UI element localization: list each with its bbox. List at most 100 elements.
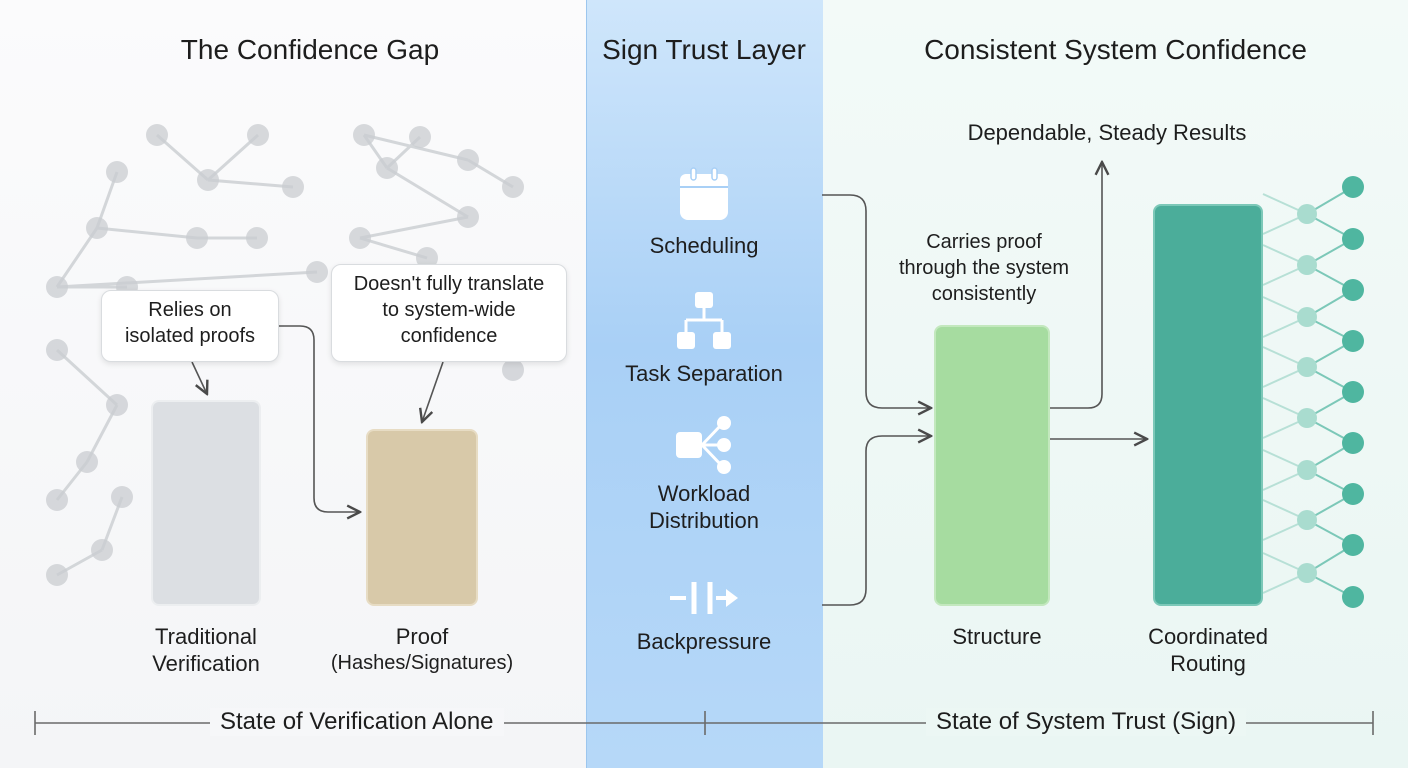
network-node: [111, 486, 133, 508]
task-separation-item: Task Separation: [586, 290, 822, 387]
valve-icon: [670, 582, 738, 614]
callout-to-verification-arrow: [191, 361, 207, 394]
isolated-proofs-callout: Relies on isolated proofs: [101, 290, 279, 362]
network-node: [353, 124, 375, 146]
distribution-icon: [676, 416, 731, 474]
callout-to-proof-pointer: [422, 361, 444, 422]
steady-results-label: Dependable, Steady Results: [967, 120, 1247, 145]
network-node: [376, 157, 398, 179]
network-node: [1342, 330, 1364, 352]
network-node: [1342, 586, 1364, 608]
system-confidence-title: Consistent System Confidence: [924, 34, 1307, 65]
layer-to-structure-arrow-bottom: [822, 436, 931, 606]
backpressure-item: Backpressure: [586, 578, 822, 655]
network-edge: [56, 270, 318, 289]
network-node: [46, 339, 68, 361]
calendar-icon: [680, 167, 728, 220]
network-node: [1297, 307, 1317, 327]
network-edge: [206, 133, 260, 182]
network-node: [1342, 279, 1364, 301]
callout-to-proof-arrow: [278, 325, 360, 512]
annotation-line: through the system: [898, 257, 1070, 279]
network-node: [1297, 510, 1317, 530]
network-edge: [359, 236, 428, 260]
network-edge: [359, 215, 469, 240]
scheduling-item: Scheduling: [586, 166, 822, 259]
scheduling-label: Scheduling: [649, 233, 759, 258]
task-separation-label: Task Separation: [625, 361, 783, 386]
confidence-gap-title: The Confidence Gap: [180, 34, 440, 65]
network-node: [502, 359, 524, 381]
label-line: Coordinated: [1148, 624, 1268, 649]
network-node: [106, 161, 128, 183]
callout-line: Relies on: [148, 299, 232, 321]
coordinated-routing-bar: [1153, 204, 1263, 606]
system-trust-label: State of System Trust (Sign): [926, 708, 1247, 736]
network-edge: [55, 348, 119, 407]
confidence-gap-panel: [0, 0, 586, 768]
label-line: Traditional: [155, 624, 257, 649]
network-node: [1297, 204, 1317, 224]
network-node: [1342, 381, 1364, 403]
coordinated-routing-label: Coordinated Routing: [1108, 623, 1308, 677]
network-node: [1297, 408, 1317, 428]
network-node: [409, 126, 431, 148]
network-edge: [386, 166, 469, 219]
network-node: [46, 489, 68, 511]
proof-bar: [366, 429, 478, 606]
network-node: [1342, 432, 1364, 454]
network-node: [1297, 563, 1317, 583]
traditional-verification-bar: [151, 400, 261, 606]
callout-line: Doesn't fully translate: [353, 273, 545, 295]
network-edge: [363, 133, 469, 162]
structure-label: Structure: [952, 624, 1042, 649]
network-node: [186, 227, 208, 249]
label-line: Distribution: [648, 508, 760, 533]
network-node: [502, 176, 524, 198]
traditional-verification-label: Traditional Verification: [106, 623, 306, 677]
proof-label: Proof (Hashes/Signatures): [312, 623, 532, 677]
network-node: [306, 261, 328, 283]
label-line: (Hashes/Signatures): [330, 652, 514, 674]
label-line: Proof: [395, 624, 449, 649]
system-wide-confidence-callout: Doesn't fully translate to system-wide c…: [331, 264, 567, 362]
network-edge: [207, 178, 294, 189]
network-node: [146, 124, 168, 146]
network-node: [76, 451, 98, 473]
network-edge: [55, 227, 99, 288]
structure-bar: [934, 325, 1050, 606]
annotation-line: consistently: [931, 283, 1037, 305]
network-node: [457, 149, 479, 171]
structure-to-results-arrow: [1050, 162, 1102, 409]
callout-line: isolated proofs: [124, 325, 256, 347]
network-node: [457, 206, 479, 228]
network-node: [1297, 460, 1317, 480]
network-node: [246, 227, 268, 249]
network-node: [197, 169, 219, 191]
carries-proof-annotation: Carries proof through the system consist…: [870, 229, 1098, 307]
backpressure-label: Backpressure: [636, 629, 772, 654]
network-node: [1342, 534, 1364, 556]
verification-alone-label: State of Verification Alone: [210, 708, 504, 736]
callout-line: to system-wide: [382, 299, 516, 321]
network-node: [349, 227, 371, 249]
hierarchy-icon: [677, 292, 731, 349]
network-node: [1342, 483, 1364, 505]
layer-to-structure-arrow-top: [822, 194, 931, 408]
network-node: [86, 217, 108, 239]
network-edge: [156, 133, 209, 182]
network-node: [1297, 357, 1317, 377]
callout-line: confidence: [400, 325, 498, 347]
network-node: [106, 394, 128, 416]
sign-trust-layer-title: Sign Trust Layer: [602, 34, 806, 65]
network-node: [282, 176, 304, 198]
annotation-line: Carries proof: [926, 231, 1042, 253]
workload-distribution-label: Workload Distribution: [586, 480, 822, 534]
network-node: [46, 276, 68, 298]
network-node: [1342, 176, 1364, 198]
label-line: Workload: [657, 481, 751, 506]
workload-distribution-item: Workload Distribution: [586, 414, 822, 534]
network-node: [1297, 255, 1317, 275]
network-node: [46, 564, 68, 586]
